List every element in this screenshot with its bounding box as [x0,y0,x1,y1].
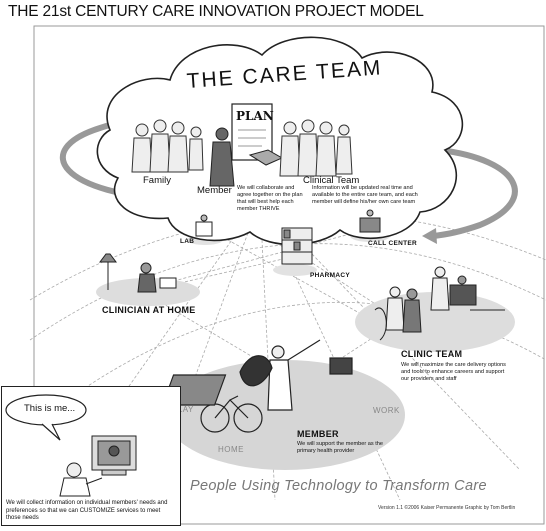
lab-scene [195,214,213,237]
swirl-arrow-right [431,147,518,239]
speech-bubble-tail [41,423,61,441]
call-center-scene [359,209,381,233]
information-text: Information will be updated real time an… [312,185,418,205]
home-label: HOME [218,445,244,454]
member-scene [161,339,353,433]
page-title: THE 21st CENTURY CARE INNOVATION PROJECT… [8,3,424,20]
collaborate-text: We will collaborate and agree together o… [237,185,303,212]
play-label: PLAY [172,405,194,414]
member-location-text: We will support the member as the primar… [297,441,384,454]
member-figure [209,127,235,187]
work-label: WORK [373,406,400,415]
credit-line: Version 1.1 ©2006 Kaiser Permanente Grap… [378,505,516,511]
call-center-label: CALL CENTER [368,240,418,247]
care-team-cloud [96,36,464,246]
pharmacy-scene [281,227,313,265]
lab-label: LAB [180,238,195,245]
pharmacy-ground [273,264,317,276]
swirl-arrow-right-head [422,228,437,244]
member-ground [165,360,405,470]
plan-label: PLAN [236,109,274,123]
pharmacy-label: PHARMACY [310,272,350,279]
family-figures [131,119,204,173]
clinic-team-label: CLINIC TEAM [401,349,463,359]
inset-computer-user-front [59,435,137,497]
clinician-at-home-label: CLINICIAN AT HOME [102,305,196,315]
member-location-label: MEMBER [297,429,339,439]
clinic-team-text: We will maximize the care delivery optio… [401,362,506,382]
inset-text: We will collect information on individua… [6,500,168,521]
family-label: Family [143,175,171,186]
clinician-home-scene [99,253,177,293]
clinical-team-figures [279,119,353,177]
tagline: People Using Technology to Transform Car… [190,478,487,494]
member-label: Member [197,185,232,196]
clinical-team-label: Clinical Team [303,175,360,186]
speech-text: This is me... [24,403,76,414]
outer-frame [33,25,545,525]
clinic-team-scene [374,266,505,341]
